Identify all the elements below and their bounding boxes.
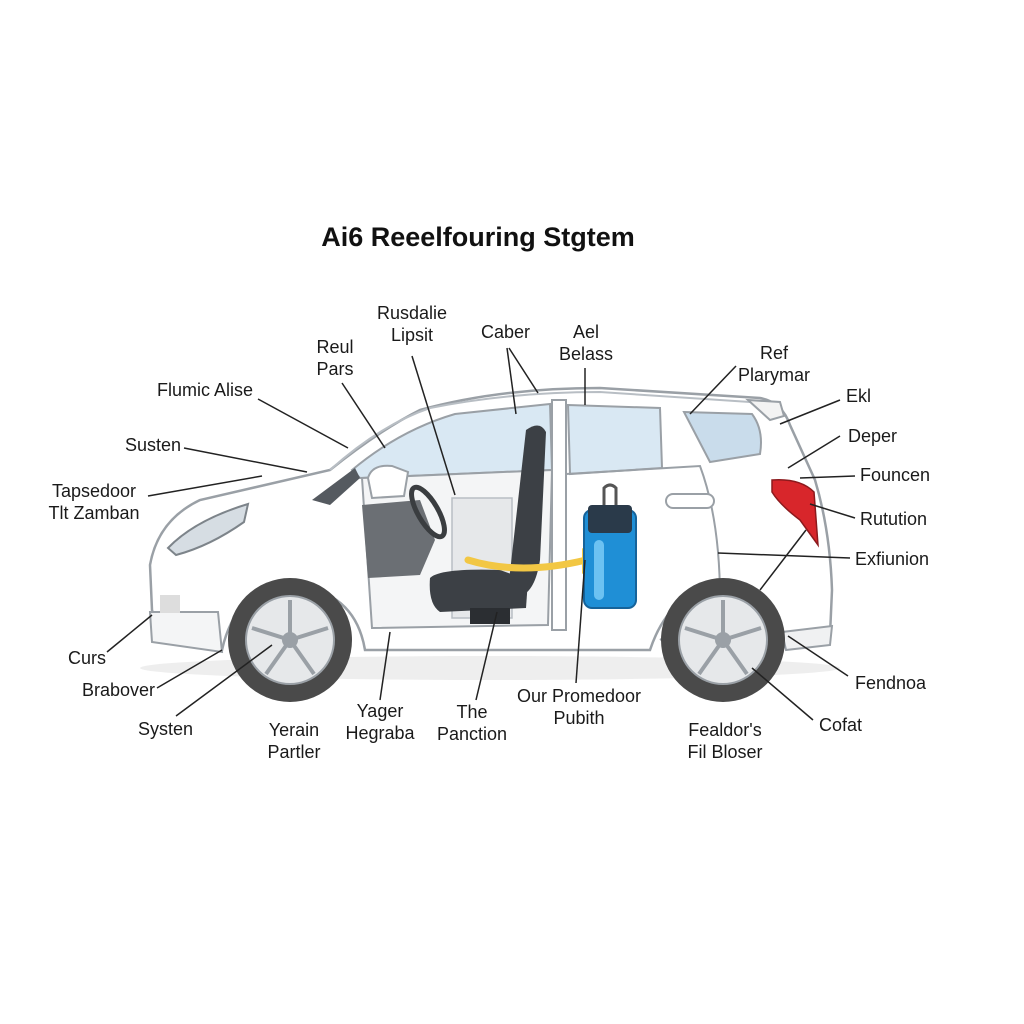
roof-line (329, 390, 751, 471)
label-susten: Susten (125, 435, 182, 455)
leader-rusdalie (411, 355, 456, 496)
leader-susten (183, 447, 308, 473)
label-reul-line1: Reul (316, 337, 354, 357)
label-cofat: Cofat (819, 715, 863, 735)
leader-tapsedoor (147, 475, 263, 497)
canister-handle (602, 483, 618, 505)
label-yerain-line1: Yerain (268, 720, 320, 740)
label-yager-line1: Yager (356, 701, 404, 721)
label-reul: Reul Pars (310, 336, 360, 380)
label-ael: Ael Belass (556, 321, 616, 365)
label-tapsedoor-line2: Tlt Zamban (48, 503, 140, 523)
front-bumper (148, 611, 224, 654)
side-mirror (366, 464, 410, 500)
label-yager: Yager Hegraba (340, 700, 420, 744)
label-deper: Deper (848, 426, 898, 446)
label-reul-line2: Pars (316, 359, 354, 379)
label-founcen: Founcen (860, 465, 931, 485)
leader-deper (787, 435, 841, 469)
canister-cap (588, 505, 632, 533)
quarter-window (682, 410, 762, 464)
label-rusdalie-line1: Rusdalie (376, 303, 448, 323)
label-systen: Systen (138, 719, 194, 739)
label-ref-line2: Plarymar (737, 365, 810, 385)
seat-cushion (429, 569, 528, 612)
label-yerain: Yerain Partler (258, 719, 330, 763)
label-ourpro: Our Promedoor Pubith (516, 685, 642, 729)
leader-ourpro (575, 559, 586, 684)
b-pillar (551, 399, 567, 631)
label-ref: Ref Plarymar (736, 342, 812, 386)
canister-highlight (594, 540, 604, 600)
steering-wheel (409, 484, 447, 540)
label-brabover: Brabover (82, 680, 156, 700)
headlight (166, 502, 250, 557)
rear-wheel (661, 578, 785, 702)
label-feald: Fealdor's Fil Bloser (680, 719, 770, 763)
leader-reul (341, 382, 386, 449)
label-ekl: Ekl (846, 386, 872, 406)
leader-lines (106, 347, 856, 721)
dashboard (362, 500, 435, 578)
seat-base (470, 608, 510, 624)
label-rusdalie-line2: Lipsit (390, 325, 434, 345)
label-yerain-line2: Partler (267, 742, 321, 762)
rear-window (566, 403, 664, 476)
leader-brabover (156, 649, 223, 689)
fog-light (160, 595, 180, 613)
label-ael-line1: Ael (572, 322, 599, 342)
label-feald-line2: Fil Bloser (687, 742, 763, 762)
front-wheel (228, 578, 352, 702)
label-the-line2: Panction (436, 724, 508, 744)
label-rutution: Rutution (860, 509, 928, 529)
airflow-arrow (464, 556, 590, 572)
leader-systen (175, 644, 273, 717)
leader-cofat (751, 667, 814, 721)
leader-the (475, 611, 498, 701)
label-tapsedoor: Tapsedoor Tlt Zamban (40, 480, 148, 524)
label-the-line1: The (456, 702, 488, 722)
label-ourpro-line1: Our Promedoor (516, 686, 642, 706)
label-ourpro-line2: Pubith (553, 708, 605, 728)
leader-caber-2 (508, 347, 539, 394)
leader-flumic (257, 398, 349, 449)
label-ael-line2: Belass (558, 344, 614, 364)
windshield-glass (350, 402, 554, 480)
label-exfiunion: Exfiunion (855, 549, 930, 569)
leader-ref (689, 365, 737, 415)
diagram-title: Ai6 Reeelfouring Stgtem (321, 222, 635, 252)
label-rusdalie: Rusdalie Lipsit (372, 302, 452, 346)
label-flumic: Flumic Alise (157, 380, 254, 400)
leader-rutution (809, 503, 856, 519)
leader-fendnoa (787, 635, 849, 677)
label-fendnoa: Fendnoa (855, 673, 927, 693)
label-caber: Caber (481, 322, 531, 342)
leader-ekl (779, 399, 841, 425)
seat-back (508, 425, 546, 596)
label-tapsedoor-line1: Tapsedoor (51, 481, 137, 501)
rear-spoiler (745, 398, 786, 422)
leader-rear-lower (759, 529, 807, 591)
door-handle (665, 493, 715, 509)
a-pillar (312, 468, 360, 505)
leader-yager (379, 631, 391, 701)
label-feald-line1: Fealdor's (688, 720, 762, 740)
leader-caber-1 (506, 347, 517, 415)
label-the: The Panction (432, 701, 512, 745)
leader-founcen (799, 475, 856, 479)
label-ref-line1: Ref (759, 343, 788, 363)
label-curs: Curs (68, 648, 107, 668)
leader-exfiunion (717, 552, 851, 559)
label-yager-line2: Hegraba (345, 723, 415, 743)
leader-curs (106, 614, 153, 653)
tail-light (771, 479, 819, 548)
